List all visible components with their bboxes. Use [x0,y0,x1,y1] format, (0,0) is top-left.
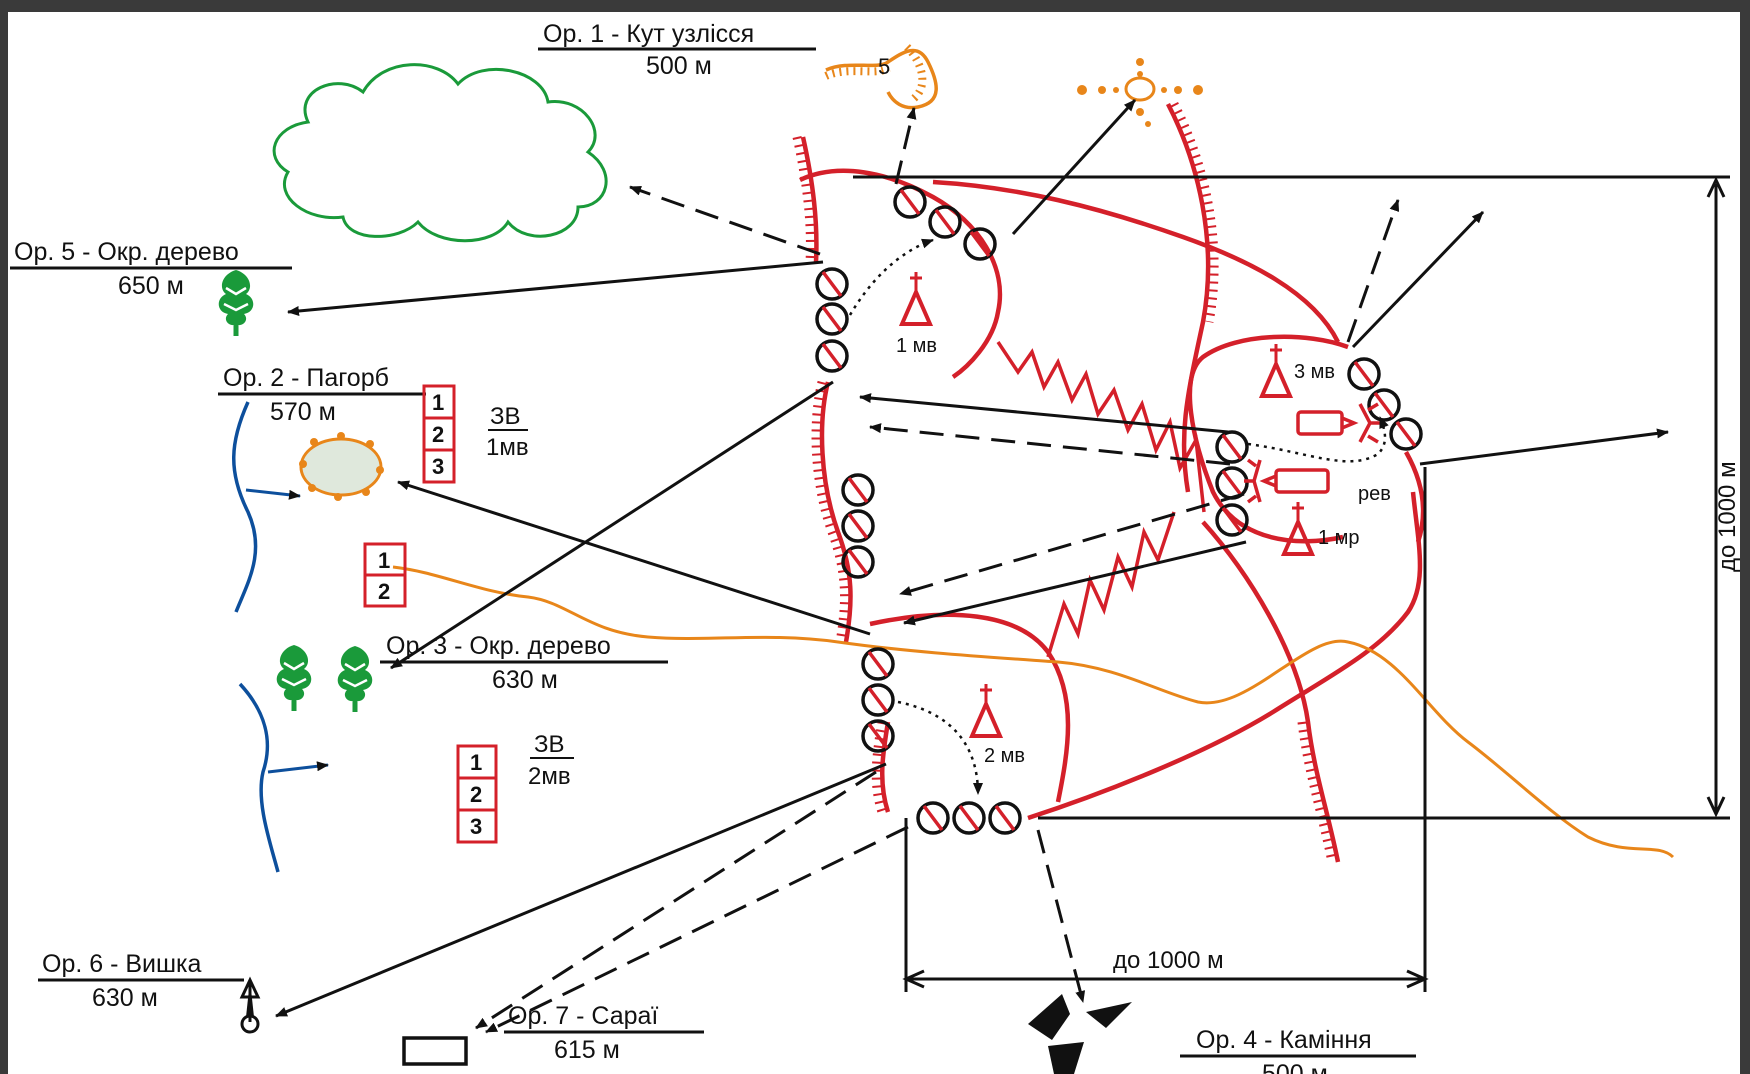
pair-box-2: 2 [378,579,390,604]
reserve-group-pair: 1 2 [363,542,407,608]
landmark-op5-title: Ор. 5 - Окр. дерево [14,238,239,266]
zv2-bottom-label: 2мв [528,763,571,790]
landmark-op1-title: Ор. 1 - Кут узлісся [543,20,754,48]
zv2-box-1: 1 [470,750,482,775]
unit-label-2mv: 2 мв [984,745,1025,767]
command-post-1mr [1282,500,1314,556]
command-post-2mv [970,682,1002,738]
zv1-box-2: 2 [432,422,444,447]
sheds-icon [402,1036,468,1066]
zv1-bottom-label: 1мв [486,434,529,461]
landmark-op6-distance: 630 м [92,984,158,1012]
landmark-op5-distance: 650 м [118,272,184,300]
foxholes [815,185,1423,835]
tactical-scheme: 5 [10,20,1740,1074]
pair-box-1: 1 [378,548,390,573]
zv2-top-label: ЗВ [534,731,565,758]
landmark-op4: Ор. 4 - Каміння 500 м [1180,1026,1416,1074]
depth-dimension-label: до 1000 м [1714,461,1740,572]
hill-icon [299,432,384,501]
landmark-op7-distance: 615 м [554,1036,620,1064]
tree-icon-op3-a [275,643,313,713]
unit-label-1mv: 1 мв [896,335,937,357]
landmark-op2-distance: 570 м [270,398,336,426]
landmark-op3-distance: 630 м [492,666,558,694]
unit-label-1mr: 1 мр [1318,527,1360,549]
unit-label-3mv: 3 мв [1294,361,1335,383]
landmark-op7-title: Ор. 7 - Сараї [508,1002,658,1030]
river-lines [232,401,329,873]
unit-label-rev: рев [1358,483,1391,505]
reserve-group-zv1: 1 2 3 ЗВ 1мв [422,384,529,484]
road-line [392,565,1675,859]
fire-arrows-solid [275,98,1669,1018]
landmark-op7: Ор. 7 - Сараї 615 м [504,1002,704,1064]
fire-arrows-dashed [475,107,1400,1034]
tree-icon-op5 [217,268,255,338]
tree-icon-op3-b [336,644,374,714]
reserve-group-zv2: 1 2 3 ЗВ 2мв [456,731,574,844]
landmark-op3-title: Ор. 3 - Окр. дерево [386,632,611,660]
spring-icon [1077,58,1203,127]
zv1-box-3: 3 [432,454,444,479]
landmark-op6-title: Ор. 6 - Вишка [42,950,202,978]
defense-position-lines [799,102,1426,863]
landmark-op2: Ор. 2 - Пагорб 570 м [218,364,426,426]
vehicle-icons [1244,402,1380,504]
landmark-op2-title: Ор. 2 - Пагорб [223,364,389,392]
edge-number-label: 5 [878,54,890,79]
zv1-top-label: ЗВ [490,403,521,430]
landmark-op6: Ор. 6 - Вишка 630 м [38,950,244,1012]
landmark-op3: Ор. 3 - Окр. дерево 630 м [380,632,668,694]
landmark-op1-distance: 500 м [646,52,712,80]
landmark-op5: Ор. 5 - Окр. дерево 650 м [10,238,292,300]
stones-icon [1028,994,1132,1074]
zv2-box-3: 3 [470,814,482,839]
movement-paths [844,238,1389,795]
forest-outline [272,63,608,243]
zv2-box-2: 2 [470,782,482,807]
zv1-box-1: 1 [432,390,444,415]
command-post-1mv [900,270,932,326]
landmark-op1: Ор. 1 - Кут узлісся 500 м [538,20,816,80]
landmark-op4-title: Ор. 4 - Каміння [1196,1026,1372,1054]
command-post-3mv [1260,342,1292,398]
dimension-lines [853,175,1730,992]
landmark-op4-distance: 500 м [1262,1060,1328,1074]
width-dimension-label: до 1000 м [1113,947,1224,974]
tower-icon [239,976,261,1034]
tactical-scheme-sheet: 5 [8,12,1740,1074]
